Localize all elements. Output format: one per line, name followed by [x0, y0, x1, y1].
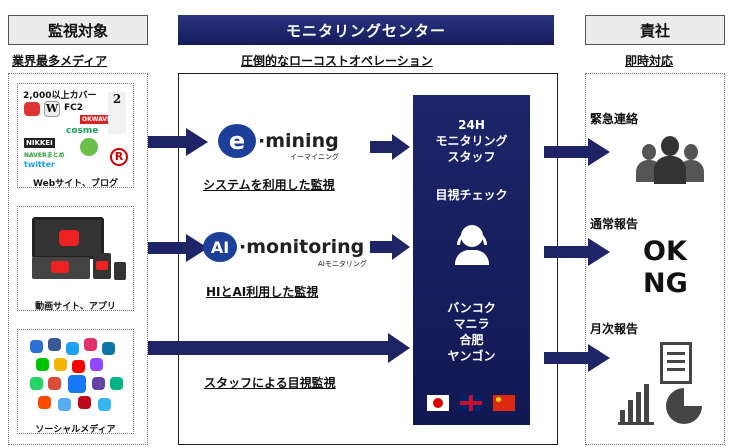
- phone-icon: [114, 262, 126, 280]
- arrow-output-1: [544, 138, 610, 166]
- source-social: ソーシャルメディア: [17, 329, 134, 435]
- ai-monitoring-logo: AI ·monitoring: [203, 232, 364, 262]
- output-label-monthly: 月次報告: [590, 322, 639, 336]
- arrow-mining-to-staff: [370, 134, 410, 160]
- e-mining-logo: e ·mining: [218, 124, 339, 158]
- arrow-source-2: [148, 234, 208, 262]
- source-websites: 2,000以上カバー W FC2 OKWAVE cosme NIKKEI NAV…: [17, 83, 134, 189]
- ai-mark-icon: AI: [203, 232, 237, 262]
- header-center-text: モニタリングセンター: [285, 21, 446, 40]
- source-label-websites: Webサイト、ブログ: [33, 179, 118, 189]
- staff-staff: スタッフ: [447, 150, 496, 164]
- header-monitoring-target: 監視対象: [8, 15, 148, 45]
- ai-monitoring-name: ·monitoring: [239, 236, 365, 258]
- naver-logo: NAVERまとめ: [24, 152, 65, 159]
- output-label-regular: 通常報告: [590, 217, 639, 231]
- output-label-urgent: 緊急連絡: [590, 112, 639, 126]
- laptop-icon: [32, 257, 90, 279]
- flag-uk-icon: [460, 395, 482, 411]
- coverage-text: 2,000以上カバー: [23, 91, 97, 101]
- flag-china-icon: [493, 395, 515, 411]
- subheader-right: 即時対応: [625, 54, 674, 68]
- caption-hi-ai-monitoring: HIとAI利用した監視: [206, 285, 319, 299]
- city-hefei: 合肥: [459, 333, 484, 347]
- people-icon: [636, 132, 706, 186]
- tablet-icon: [93, 253, 111, 279]
- staff-monitoring: モニタリング: [435, 134, 508, 148]
- rakuten-icon: R: [110, 148, 128, 166]
- staff-column: 24H モニタリング スタッフ 目視チェック バンコク マニラ 合肥 ヤンゴン: [413, 95, 530, 425]
- header-client: 責社: [585, 15, 725, 45]
- city-manila: マニラ: [453, 317, 490, 331]
- city-bangkok: バンコク: [447, 301, 496, 315]
- 2ch-logo: 2: [108, 92, 126, 134]
- caption-system-monitoring: システムを利用した監視: [203, 178, 335, 192]
- arrow-output-3: [544, 344, 610, 372]
- nikkei-logo: NIKKEI: [24, 138, 55, 148]
- ok-text: OK: [643, 236, 687, 267]
- staff-24h: 24H: [458, 118, 485, 132]
- flag-logo-icon: [24, 102, 40, 116]
- e-mining-name: ·mining: [258, 130, 339, 152]
- twitter-logo: twitter: [24, 160, 55, 169]
- caption-staff-monitoring: スタッフによる目視監視: [204, 376, 336, 390]
- header-monitoring-center: モニタリングセンター: [178, 15, 554, 45]
- ai-monitoring-subtitle: AIモニタリング: [318, 260, 367, 268]
- header-right-text: 責社: [639, 21, 670, 40]
- okwave-logo: OKWAVE: [80, 115, 114, 124]
- e-mining-subtitle: イーマイニング: [290, 153, 339, 161]
- header-left-text: 監視対象: [47, 21, 108, 40]
- fc2-logo: FC2: [64, 103, 84, 113]
- source-video: 動画サイト、アプリ: [17, 206, 134, 312]
- subheader-left: 業界最多メディア: [12, 54, 108, 68]
- operator-headset-icon: [455, 225, 489, 265]
- e-mining-mark-icon: e: [218, 124, 256, 158]
- wikipedia-icon: W: [44, 101, 60, 117]
- ng-text: NG: [643, 268, 688, 299]
- source-label-video: 動画サイト、アプリ: [35, 302, 116, 312]
- arrow-ai-to-staff: [370, 234, 410, 260]
- report-icon: [618, 340, 708, 430]
- arrow-output-2: [544, 238, 610, 266]
- cosme-logo: cosme: [66, 126, 99, 136]
- visual-check-label: 目視チェック: [435, 188, 508, 202]
- arrow-source-1: [148, 128, 208, 156]
- subheader-center: 圧倒的なローコストオペレーション: [241, 54, 433, 68]
- arrow-source-3: [148, 333, 410, 363]
- flag-japan-icon: [427, 395, 449, 411]
- frog-mascot-icon: [80, 138, 98, 156]
- source-label-social: ソーシャルメディア: [35, 425, 116, 435]
- city-yangon: ヤンゴン: [447, 349, 496, 363]
